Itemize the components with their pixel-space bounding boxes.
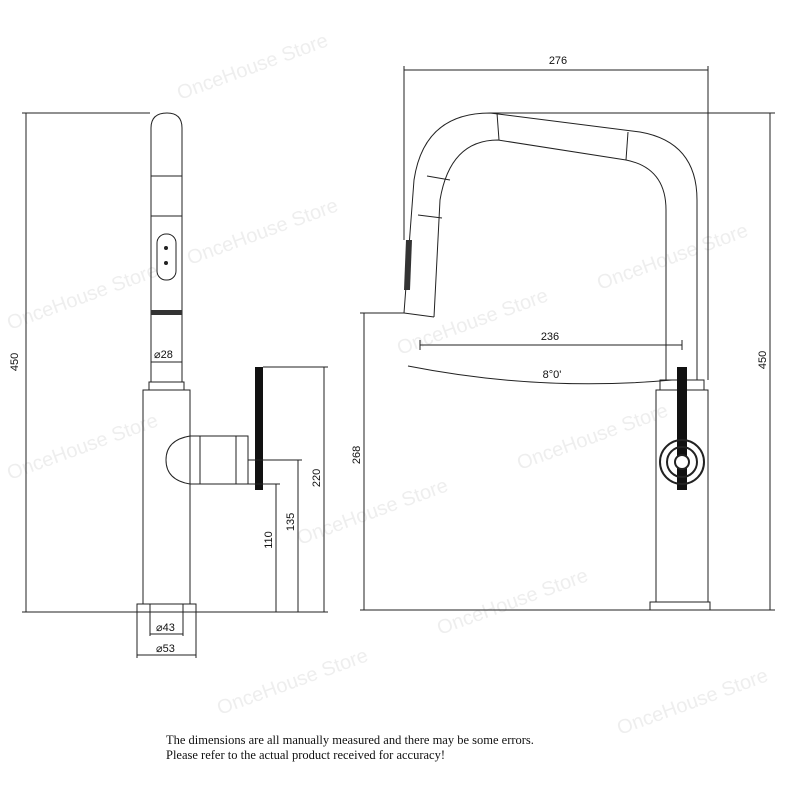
- spout-collar: [148, 381, 185, 391]
- watermark-text: OnceHouse Store: [614, 665, 771, 740]
- watermark-text: OnceHouse Store: [394, 285, 551, 360]
- handle-stem: [190, 435, 249, 485]
- base-inner-diameter-label: ⌀43: [156, 622, 175, 634]
- handle-height-label: 220: [311, 469, 323, 487]
- front-view: 276 450 236 8°0' 268: [351, 55, 775, 611]
- spout-clearance-label: 268: [351, 446, 363, 464]
- watermark-text: OnceHouse Store: [174, 30, 331, 105]
- handle-lever: [677, 367, 687, 490]
- watermark-text: OnceHouse Store: [514, 400, 671, 475]
- handle-hub: [659, 439, 705, 485]
- watermark-text: OnceHouse Store: [434, 565, 591, 640]
- spout-diameter-label: ⌀28: [154, 349, 173, 361]
- spout-reach-label: 236: [541, 331, 559, 343]
- outlet-height-110-label: 110: [263, 531, 275, 549]
- base-outer-diameter-label: ⌀53: [156, 643, 175, 655]
- watermark-text: OnceHouse Store: [184, 195, 341, 270]
- measurement-note-line-2: Please refer to the actual product recei…: [166, 748, 446, 762]
- watermark-text: OnceHouse Store: [4, 260, 161, 335]
- spray-head-face: [404, 240, 412, 290]
- right-height-label: 450: [757, 351, 769, 369]
- faucet-base: [136, 603, 197, 613]
- side-view: 450 ⌀28 220 135 110 ⌀43 ⌀53: [9, 112, 328, 658]
- spout-angle-label: 8°0': [543, 369, 562, 381]
- spout-tube: [150, 112, 183, 382]
- outlet-height-135-label: 135: [285, 513, 297, 531]
- spray-button-icon: [164, 261, 168, 265]
- spray-button-panel: [156, 233, 177, 281]
- watermark-text: OnceHouse Store: [594, 220, 751, 295]
- measurement-note: The dimensions are all manually measured…: [166, 733, 686, 763]
- handle-lever: [255, 367, 263, 490]
- spray-button-icon: [164, 246, 168, 250]
- watermark-text: OnceHouse Store: [4, 410, 161, 485]
- reach-width-label: 276: [549, 55, 567, 67]
- measurement-note-line-1: The dimensions are all manually measured…: [166, 733, 534, 747]
- height-dimension-label: 450: [9, 353, 21, 371]
- faucet-base: [649, 601, 711, 611]
- spout-angle-arc: [407, 365, 673, 385]
- watermark-text: OnceHouse Store: [214, 645, 371, 720]
